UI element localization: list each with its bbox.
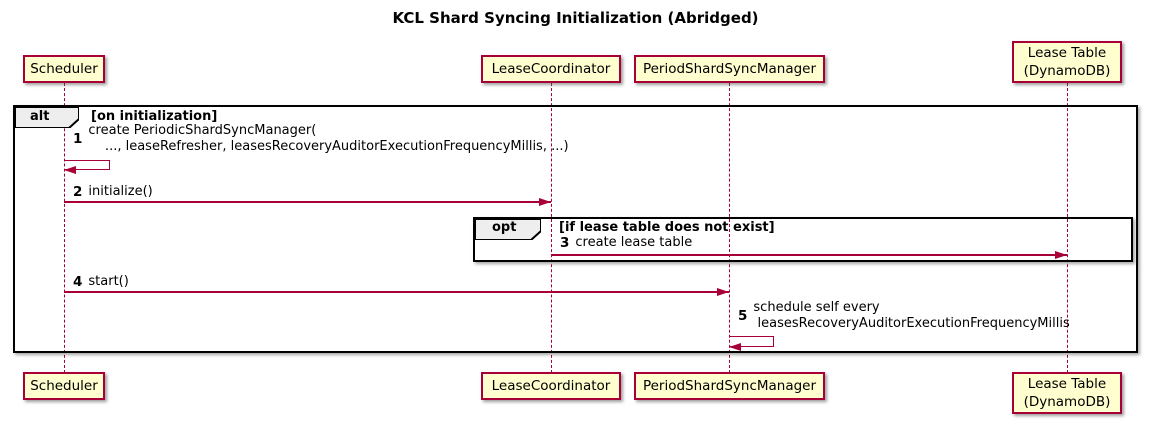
message-3-number: 3: [560, 235, 570, 252]
message-2-text: initialize(): [88, 184, 153, 199]
message-2-number: 2: [73, 184, 83, 201]
message-5-self-arrow: [729, 336, 774, 347]
message-4-number: 4: [73, 274, 83, 291]
participant-scheduler-top: Scheduler: [23, 55, 105, 83]
message-4-arrowhead: [717, 288, 729, 296]
message-3-label: 3 create lease table: [560, 235, 692, 251]
participant-leasecoordinator-bottom: LeaseCoordinator: [481, 372, 621, 400]
message-1-arrowhead: [64, 166, 76, 174]
participant-periodshardsyncmanager-top: PeriodShardSyncManager: [634, 55, 825, 83]
alt-frame: alt [on initialization]: [13, 105, 1138, 353]
alt-frame-tab: [15, 107, 79, 128]
message-5-number: 5: [738, 308, 748, 325]
message-1-number: 1: [73, 131, 83, 148]
message-4-label: 4 start(): [73, 274, 129, 290]
message-3-text: create lease table: [575, 235, 693, 250]
participant-periodshardsyncmanager-bottom: PeriodShardSyncManager: [634, 372, 825, 400]
opt-frame-tab: [475, 219, 541, 240]
message-4-arrow: [64, 291, 729, 293]
opt-frame-condition: [if lease table does not exist]: [559, 220, 775, 235]
message-5-arrowhead: [729, 343, 741, 351]
participant-leasecoordinator-top: LeaseCoordinator: [481, 55, 621, 83]
alt-frame-condition: [on initialization]: [91, 109, 218, 124]
message-4-text: start(): [88, 274, 129, 289]
message-2-label: 2 initialize(): [73, 184, 153, 200]
message-3-arrow: [551, 254, 1067, 256]
alt-frame-label: alt: [30, 109, 50, 124]
message-2-arrowhead: [539, 198, 551, 206]
opt-frame: opt [if lease table does not exist]: [473, 217, 1133, 262]
message-1-label: 1 create PeriodicShardSyncManager( ..., …: [73, 123, 569, 156]
message-5-text: schedule self every leasesRecoveryAudito…: [753, 300, 1070, 332]
message-1-text: create PeriodicShardSyncManager( ..., le…: [88, 123, 569, 155]
opt-frame-label: opt: [492, 220, 517, 235]
message-5-label: 5 schedule self every leasesRecoveryAudi…: [738, 300, 1070, 333]
participant-leasetable-bottom: Lease Table (DynamoDB): [1012, 372, 1122, 414]
message-3-arrowhead: [1055, 251, 1067, 259]
lifeline-scheduler: [64, 83, 65, 373]
lifeline-leasetable: [1067, 83, 1068, 373]
lifeline-periodshardsyncmanager: [729, 83, 730, 373]
message-1-self-arrow: [64, 160, 110, 170]
participant-scheduler-bottom: Scheduler: [23, 372, 105, 400]
lifeline-leasecoordinator: [551, 83, 552, 373]
diagram-title: KCL Shard Syncing Initialization (Abridg…: [392, 9, 759, 27]
participant-leasetable-top: Lease Table (DynamoDB): [1012, 41, 1122, 83]
message-2-arrow: [64, 201, 551, 203]
